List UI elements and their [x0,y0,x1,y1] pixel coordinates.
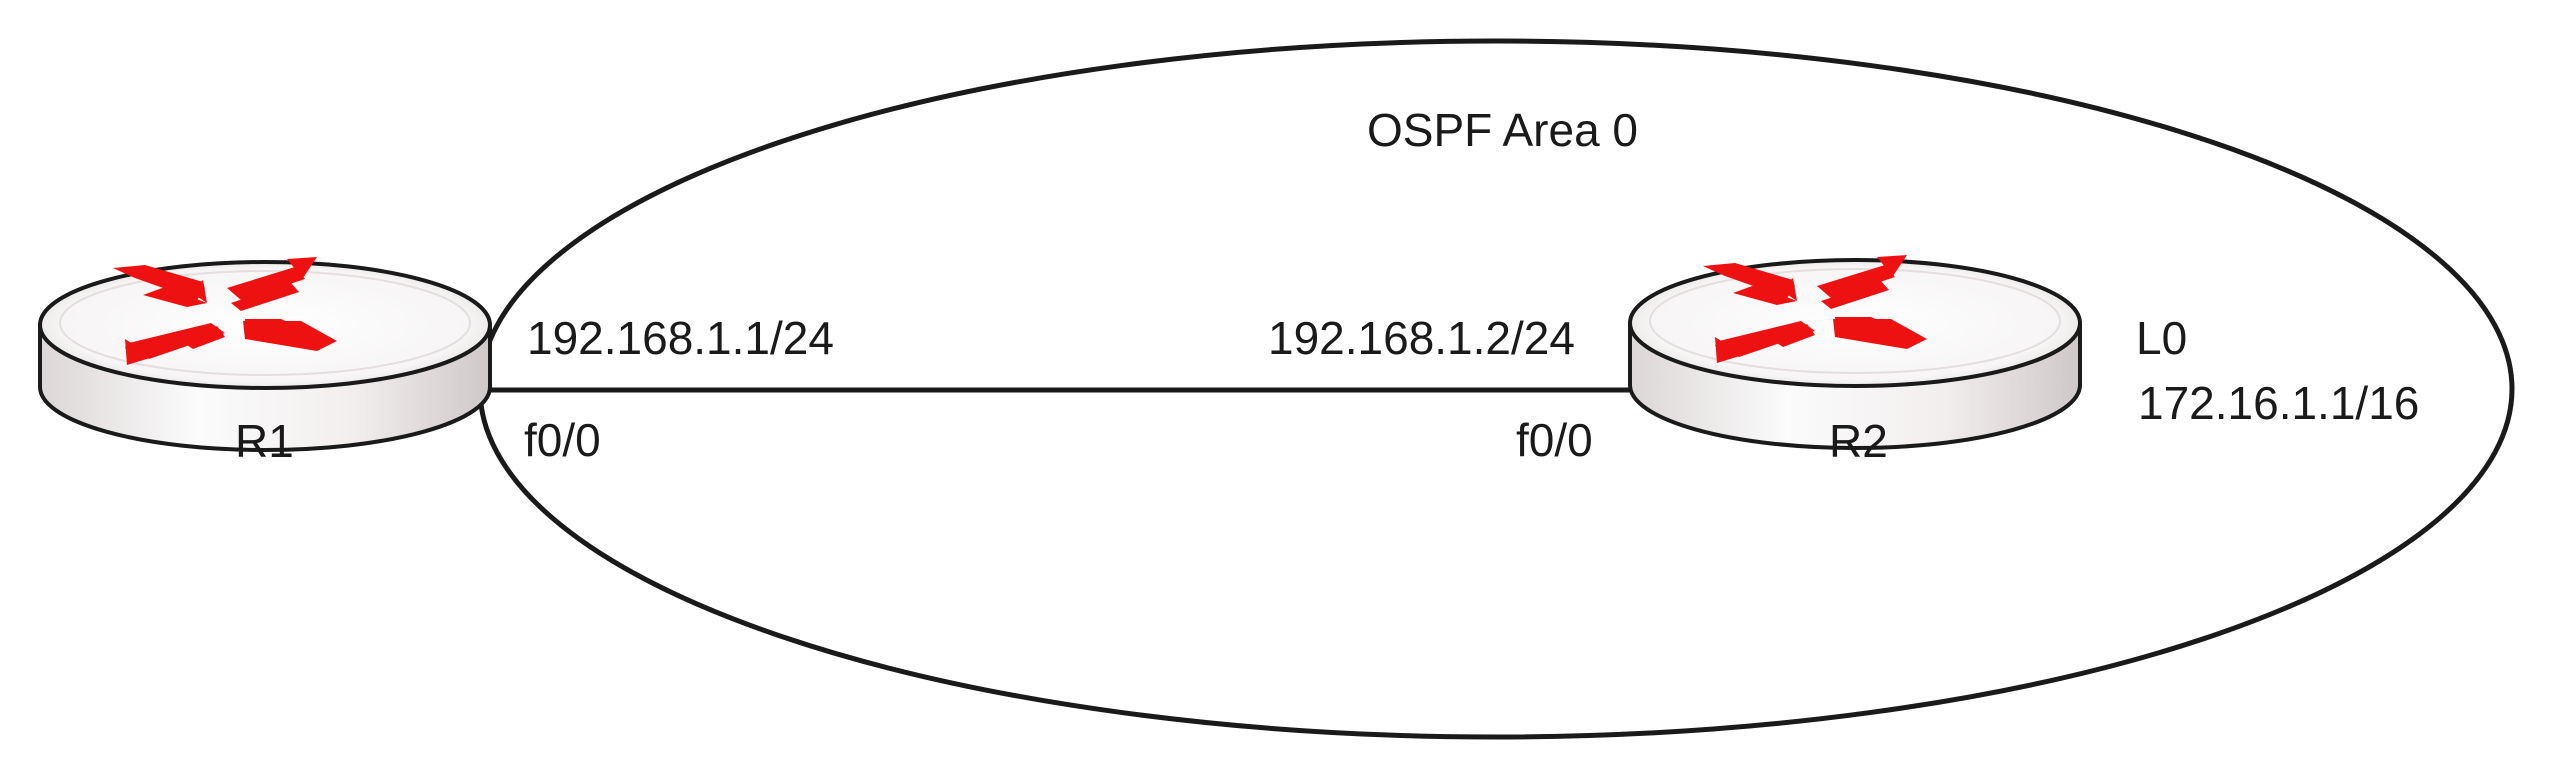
r1-ip-label: 192.168.1.1/24 [527,312,834,364]
r1-name-label: R1 [235,415,294,467]
r2-name-label: R2 [1829,415,1888,467]
r2-interface-label: f0/0 [1516,414,1593,466]
r2-ip-label: 192.168.1.2/24 [1268,312,1575,364]
loopback-ip-label: 172.16.1.1/16 [2138,377,2419,429]
area-label: OSPF Area 0 [1367,104,1638,156]
loopback-name-label: L0 [2136,312,2187,364]
r1-interface-label: f0/0 [524,414,601,466]
